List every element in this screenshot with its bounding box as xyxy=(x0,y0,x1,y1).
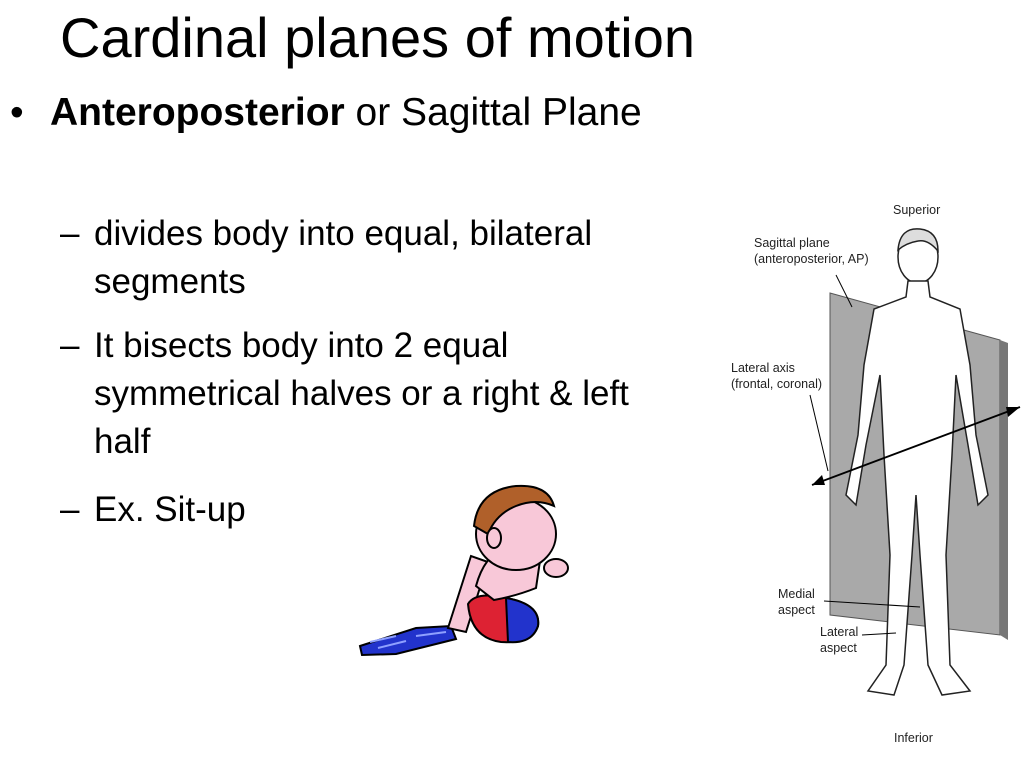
dash-glyph: – xyxy=(60,490,80,529)
label-sagittal-2: (anteroposterior, AP) xyxy=(754,252,869,266)
label-lateral-2: aspect xyxy=(820,641,857,655)
sub-bullet-3: – Ex. Sit-up xyxy=(60,486,710,534)
sub-bullet-text: It bisects body into 2 equal symmetrical… xyxy=(94,326,629,461)
label-sagittal-1: Sagittal plane xyxy=(754,236,830,250)
bullet-dot: • xyxy=(10,91,24,134)
main-bullet: • Anteroposterior or Sagittal Plane xyxy=(10,86,700,139)
label-superior: Superior xyxy=(893,203,941,217)
sub-bullet-2: – It bisects body into 2 equal symmetric… xyxy=(60,322,710,466)
dash-glyph: – xyxy=(60,214,80,253)
label-lateral-axis-1: Lateral axis xyxy=(731,361,795,375)
label-inferior: Inferior xyxy=(894,731,933,745)
situp-cartoon xyxy=(358,484,569,657)
label-medial-1: Medial xyxy=(778,587,815,601)
sagittal-plane-figure xyxy=(809,228,1021,696)
main-bullet-bold: Anteroposterior xyxy=(50,91,345,134)
dash-glyph: – xyxy=(60,326,80,365)
sub-bullet-1: – divides body into equal, bilateral seg… xyxy=(60,210,710,306)
label-lateral-axis-2: (frontal, coronal) xyxy=(731,377,823,391)
sub-bullet-text: Ex. Sit-up xyxy=(94,490,246,529)
main-bullet-rest: or Sagittal Plane xyxy=(344,91,642,134)
label-medial-2: aspect xyxy=(778,603,815,617)
sub-bullet-text: divides body into equal, bilateral segme… xyxy=(94,214,593,301)
main-bullet-text: Anteroposterior or Sagittal Plane xyxy=(50,86,700,139)
slide-title: Cardinal planes of motion xyxy=(60,6,696,69)
label-lateral-1: Lateral xyxy=(820,625,859,639)
